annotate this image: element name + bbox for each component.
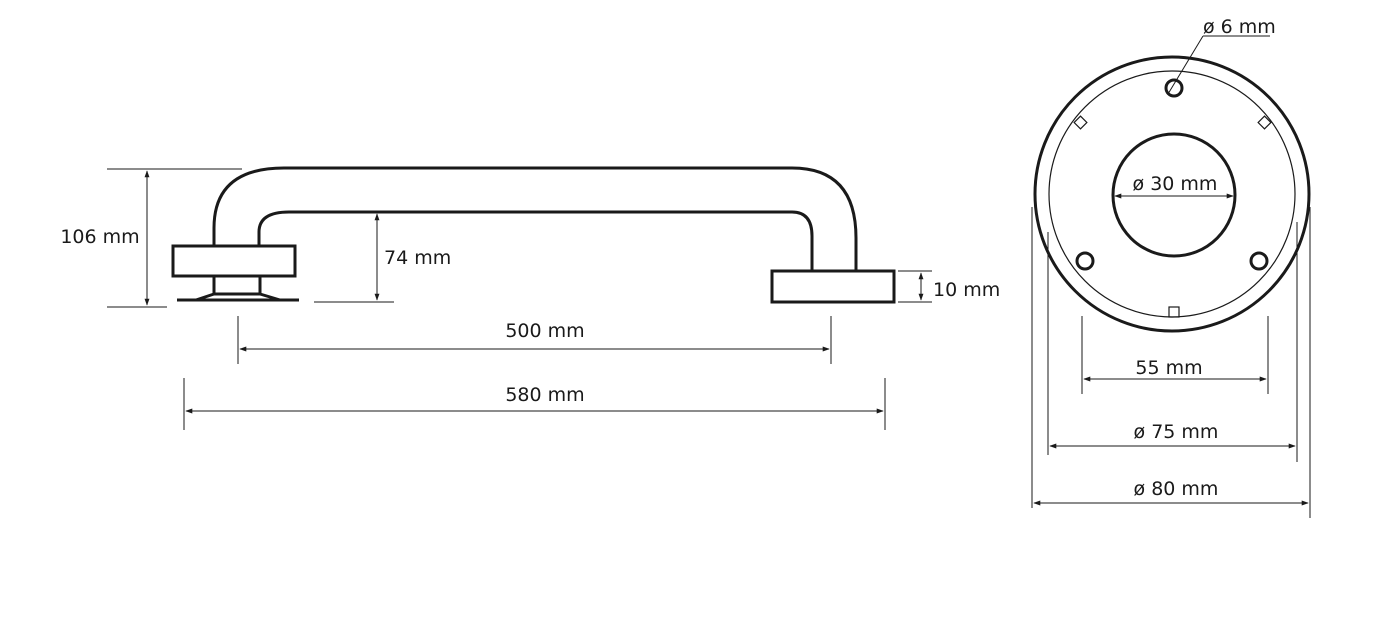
label-hole-spacing: 55 mm — [1135, 357, 1202, 379]
dim-hole-diameter: ø 6 mm — [1167, 16, 1276, 95]
mount-hole-top — [1164, 78, 1184, 98]
dim-tube-diameter: ø 30 mm — [1114, 173, 1234, 199]
right-flange — [770, 269, 896, 304]
label-rosette-diameter: ø 80 mm — [1134, 478, 1219, 500]
dim-center-distance: 500 mm — [237, 316, 832, 364]
notch-bottom — [1168, 306, 1180, 318]
mount-hole-right — [1249, 251, 1269, 271]
label-height-total: 106 mm — [60, 226, 139, 248]
notch-upper-right — [1257, 115, 1272, 130]
grab-bar-outer-contour — [212, 166, 858, 271]
label-hole-diameter: ø 6 mm — [1203, 16, 1276, 38]
rosette-outer-circle — [1033, 55, 1311, 333]
dim-rosette-diameter: ø 80 mm — [1031, 207, 1311, 518]
front-view: ø 6 mm ø 30 mm 55 mm ø 75 mm ø 80 mm — [1031, 16, 1311, 518]
dim-plate-diameter: ø 75 mm — [1047, 222, 1298, 462]
dim-flange-thickness: 10 mm — [898, 270, 1000, 303]
side-view: 106 mm 74 mm 10 mm 500 mm 580 mm — [60, 166, 1000, 430]
left-flange — [171, 244, 297, 278]
mount-hole-left — [1075, 251, 1095, 271]
label-tube-diameter: ø 30 mm — [1133, 173, 1218, 195]
label-height-inner: 74 mm — [384, 247, 451, 269]
label-flange-thickness: 10 mm — [933, 279, 1000, 301]
label-plate-diameter: ø 75 mm — [1134, 421, 1219, 443]
label-overall-length: 580 mm — [505, 384, 584, 406]
label-center-distance: 500 mm — [505, 320, 584, 342]
dim-overall-length: 580 mm — [183, 378, 886, 430]
dim-height-total: 106 mm — [60, 168, 242, 308]
notch-upper-left — [1073, 115, 1088, 130]
grab-bar-inner-contour — [257, 210, 814, 271]
left-wall-base — [212, 277, 262, 296]
dim-hole-spacing: 55 mm — [1081, 316, 1269, 394]
tube-circle — [1111, 132, 1237, 258]
dim-height-inner: 74 mm — [314, 213, 451, 303]
